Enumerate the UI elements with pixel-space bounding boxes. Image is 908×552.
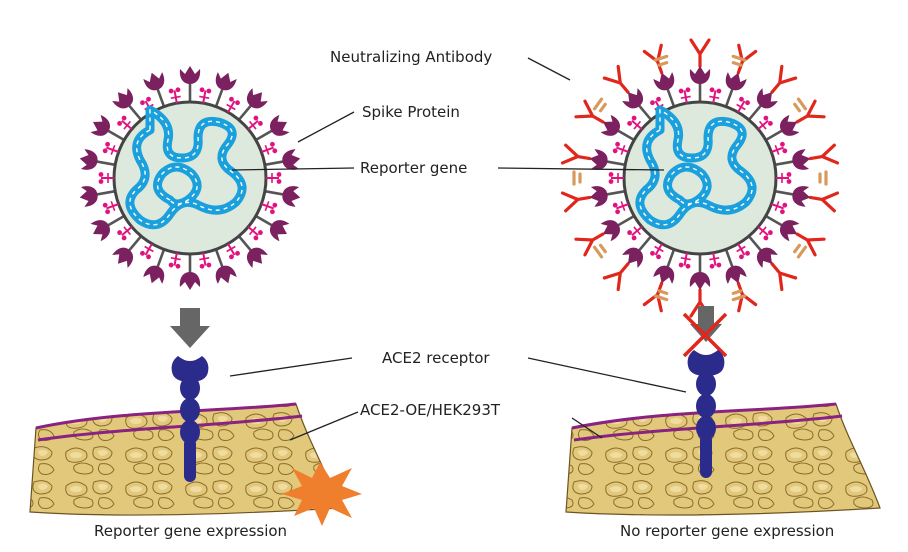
antibody-icon [689, 38, 711, 68]
antibody-fragment-icon [791, 242, 808, 259]
reporter-gene-label: Reporter gene [360, 159, 467, 177]
membrane-protein-icon [607, 171, 625, 185]
spike-protein-icon [688, 252, 712, 292]
spike-protein-icon [261, 179, 304, 209]
spike-protein-icon [688, 64, 712, 104]
ace2-receptor-icon-left [171, 356, 209, 482]
antibody-icon [560, 186, 593, 213]
neutralizing-antibody-label: Neutralizing Antibody [330, 48, 492, 66]
membrane-protein-icon [775, 171, 793, 185]
blocked-arrow [682, 306, 728, 358]
blocked-cross-icon [682, 312, 728, 358]
antibody-fragment-icon [818, 170, 828, 186]
antibody-icon [560, 143, 593, 170]
cell-layer-right [565, 402, 881, 516]
spike-protein-icon [261, 147, 304, 177]
ace2-receptor-icon-right [687, 350, 725, 478]
spike-protein-icon [771, 147, 814, 177]
spike-protein-icon [178, 64, 202, 104]
antibody-icon [807, 143, 840, 170]
virus-particle-right [560, 38, 840, 318]
spike-protein-icon [76, 179, 119, 209]
spike-protein-icon [586, 147, 629, 177]
virus-particle-left [76, 64, 304, 292]
ace2-receptor-label: ACE2 receptor [382, 349, 490, 367]
signal-burst-icon [282, 462, 362, 526]
caption-left: Reporter gene expression [94, 522, 287, 540]
antibody-fragment-icon [572, 170, 582, 186]
cell-line-label: ACE2-OE/HEK293T [360, 401, 501, 419]
caption-right: No reporter gene expression [620, 522, 834, 540]
leader-lines [229, 57, 687, 441]
antibody-fragment-icon [592, 242, 609, 259]
down-arrow-icon [170, 308, 210, 348]
spike-protein-icon [76, 147, 119, 177]
spike-protein-icon [586, 179, 629, 209]
membrane-protein-icon [97, 171, 115, 185]
antibody-fragment-icon [791, 97, 808, 114]
spike-protein-icon [771, 179, 814, 209]
spike-protein-label: Spike Protein [362, 103, 460, 121]
antibody-icon [807, 186, 840, 213]
membrane-protein-icon [265, 171, 283, 185]
antibody-fragment-icon [592, 97, 609, 114]
spike-protein-icon [178, 252, 202, 292]
